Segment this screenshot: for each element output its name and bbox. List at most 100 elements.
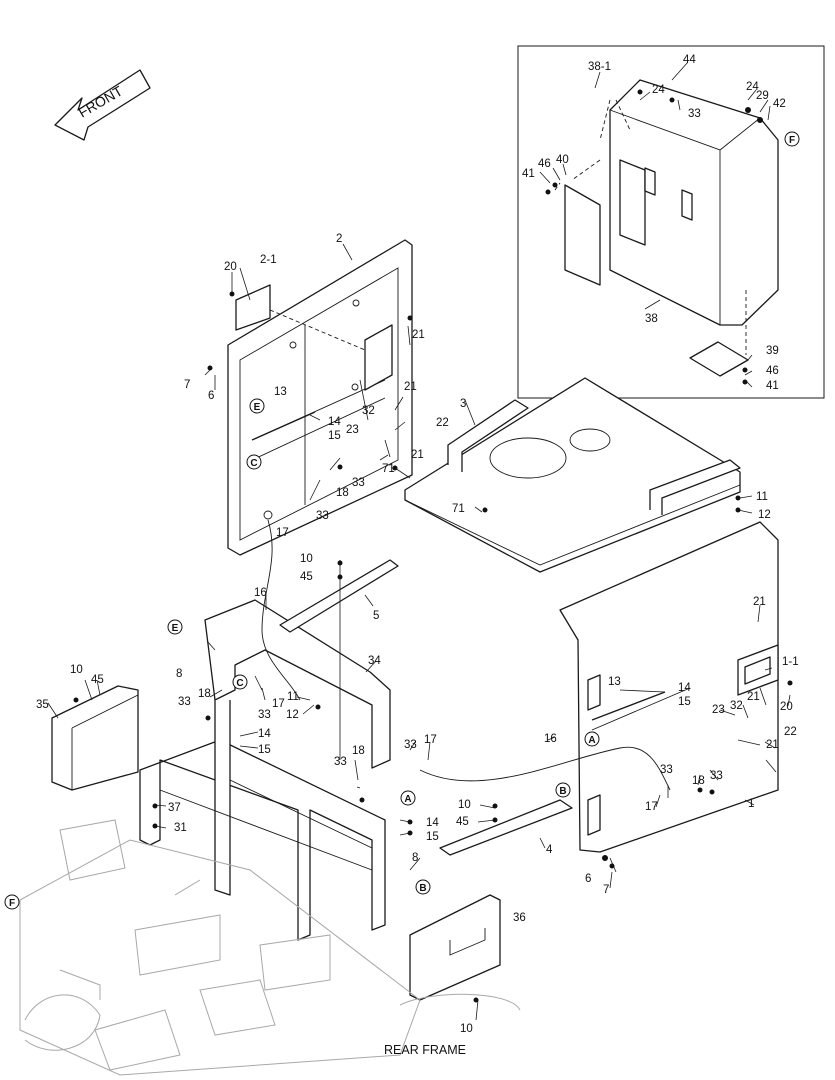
part-number-label: 15 — [426, 831, 439, 843]
part-number-label: 10 — [458, 799, 471, 811]
part-number-label: 7 — [603, 884, 609, 896]
callout-c-top: C — [246, 454, 262, 470]
part-number-label: 35 — [36, 699, 49, 711]
svg-text:C: C — [250, 458, 257, 469]
part-number-label: 71 — [452, 503, 465, 515]
part-number-label: 21 — [412, 329, 425, 341]
svg-text:E: E — [172, 623, 179, 634]
part-number-label: 33 — [688, 108, 701, 120]
svg-text:A: A — [404, 794, 411, 805]
part-3-cover — [404, 377, 741, 573]
part-number-label: 46 — [538, 158, 551, 170]
callout-c-frame: C — [232, 674, 248, 690]
gas-springs — [251, 411, 666, 721]
bracket-parts — [279, 559, 573, 856]
callout-b-panel: B — [555, 782, 571, 798]
part-number-label: 41 — [766, 380, 779, 392]
inset-box — [517, 45, 825, 399]
part-number-label: 22 — [784, 726, 797, 738]
part-number-label: 14 — [678, 682, 691, 694]
callout-f-inset: F — [784, 131, 800, 147]
part-number-label: 31 — [174, 822, 187, 834]
svg-text:F: F — [789, 135, 795, 146]
part-number-label: 23 — [346, 424, 359, 436]
part-number-label: 18 — [352, 745, 365, 757]
part-number-label: 39 — [766, 345, 779, 357]
part-number-label: 21 — [753, 596, 766, 608]
part-number-label: 42 — [773, 98, 786, 110]
part-number-label: 15 — [678, 696, 691, 708]
callout-a-panel: A — [584, 731, 600, 747]
part-number-label: 20 — [780, 701, 793, 713]
svg-text:E: E — [254, 402, 261, 413]
part-number-label: 36 — [513, 912, 526, 924]
part-number-label: 12 — [758, 509, 771, 521]
part-number-label: 33 — [404, 739, 417, 751]
part-labels: 2-1 20 2 21 7 6 13 32 23 14 15 21 22 21 … — [36, 54, 799, 1035]
rear-frame-label: REAR FRAME — [384, 1043, 466, 1057]
part-number-label: 17 — [276, 527, 289, 539]
part-number-label: 18 — [692, 775, 705, 787]
part-number-label: 33 — [710, 770, 723, 782]
part-number-label: 32 — [730, 700, 743, 712]
part-number-label: 23 — [712, 704, 725, 716]
part-number-label: 11 — [287, 691, 299, 703]
svg-text:B: B — [559, 786, 566, 797]
part-number-label: 21 — [747, 691, 760, 703]
part-number-label: 1 — [748, 798, 754, 810]
callout-f-frame: F — [4, 894, 20, 910]
svg-text:F: F — [9, 898, 15, 909]
part-number-label: 6 — [208, 390, 214, 402]
svg-text:A: A — [588, 735, 595, 746]
part-number-label: 3 — [460, 398, 466, 410]
part-34-frame — [139, 599, 391, 941]
front-arrow: FRONT — [54, 69, 151, 141]
part-number-label: 33 — [316, 510, 329, 522]
part-number-label: 15 — [328, 430, 341, 442]
part-number-label: 33 — [334, 756, 347, 768]
part-number-label: 2-1 — [260, 254, 277, 266]
part-number-label: 71 — [382, 463, 395, 475]
part-number-label: 5 — [373, 610, 379, 622]
part-number-label: 38-1 — [588, 61, 611, 73]
part-number-label: 33 — [258, 709, 271, 721]
part-number-label: 1-1 — [782, 656, 799, 668]
part-number-label: 14 — [328, 416, 341, 428]
part-number-label: 13 — [608, 676, 621, 688]
part-number-label: 16 — [544, 733, 557, 745]
part-number-label: 40 — [556, 154, 569, 166]
part-number-label: 8 — [176, 668, 182, 680]
part-number-label: 12 — [286, 709, 299, 721]
callout-e-frame: E — [167, 619, 183, 635]
callout-markers: E C E C A B A B F F — [4, 131, 800, 910]
part-number-label: 33 — [660, 764, 673, 776]
part-number-label: 46 — [766, 365, 779, 377]
part-number-label: 38 — [645, 313, 658, 325]
part-number-label: 10 — [300, 553, 313, 565]
part-number-label: 45 — [456, 816, 469, 828]
part-35-panel — [51, 685, 139, 791]
fasteners — [73, 89, 793, 1003]
part-number-label: 4 — [546, 844, 553, 856]
part-number-label: 22 — [436, 417, 449, 429]
part-number-label: 29 — [756, 90, 769, 102]
rear-frame — [19, 819, 521, 1076]
part-number-label: 10 — [70, 664, 83, 676]
part-2-panel — [227, 239, 413, 556]
part-number-label: 37 — [168, 802, 181, 814]
part-number-label: 17 — [272, 698, 285, 710]
part-number-label: 14 — [258, 728, 271, 740]
part-number-label: 13 — [274, 386, 287, 398]
callout-a-frame: A — [400, 790, 416, 806]
part-number-label: 24 — [746, 81, 759, 93]
callout-e-top: E — [249, 398, 265, 414]
part-number-label: 45 — [300, 571, 313, 583]
part-number-label: 41 — [522, 168, 535, 180]
leader-lines — [47, 61, 791, 1021]
part-number-label: 20 — [224, 261, 237, 273]
part-number-label: 14 — [426, 817, 439, 829]
part-number-label: 45 — [91, 674, 104, 686]
callout-b-frame: B — [415, 879, 431, 895]
part-number-label: 21 — [404, 381, 417, 393]
part-number-label: 17 — [424, 734, 437, 746]
